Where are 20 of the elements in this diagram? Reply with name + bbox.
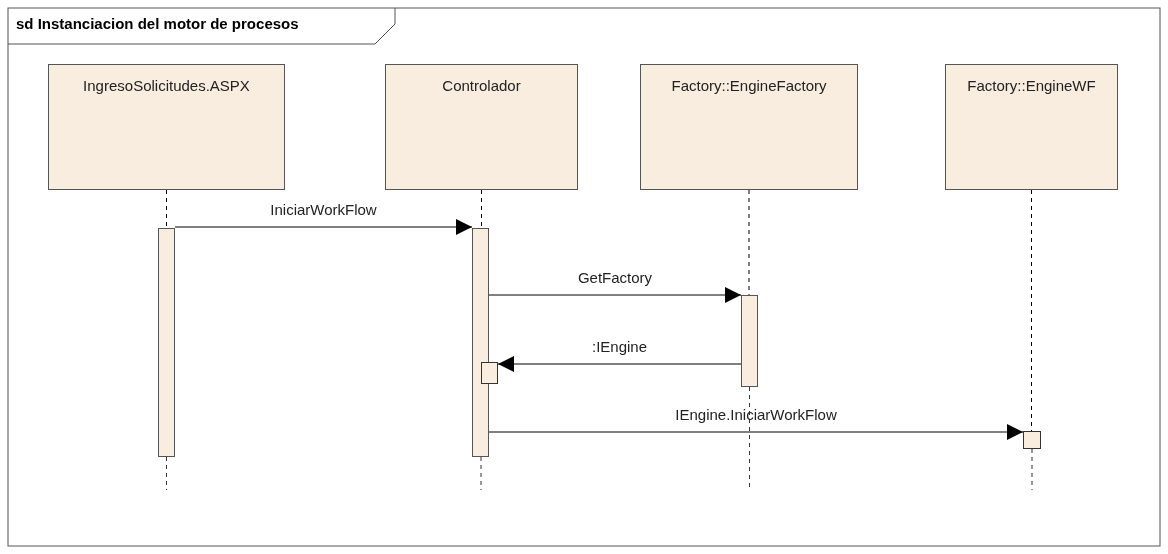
message-arrow [488,287,742,303]
frame-title: sd Instanciacion del motor de procesos [16,15,299,32]
lifeline-head: IngresoSolicitudes.ASPX [48,64,285,190]
activation-box [1023,431,1041,449]
activation-bar [741,295,758,387]
message-label: IniciarWorkFlow [270,201,377,218]
message-arrow [488,424,1024,440]
activation-bar [158,228,175,457]
message-label: GetFactory [577,269,653,286]
lifeline-head: Factory::EngineFactory [640,64,858,190]
lifeline-head: Controlador [385,64,578,190]
activation-box [481,362,498,384]
lifeline [166,189,167,229]
lifeline [481,189,482,229]
message-arrow [174,219,473,235]
message-label: :IEngine [592,338,647,355]
activation-bar [472,228,489,457]
message-label: IEngine.IniciarWorkFlow [675,406,837,423]
lifeline-head: Factory::EngineWF [945,64,1118,190]
message-arrow [497,356,742,372]
